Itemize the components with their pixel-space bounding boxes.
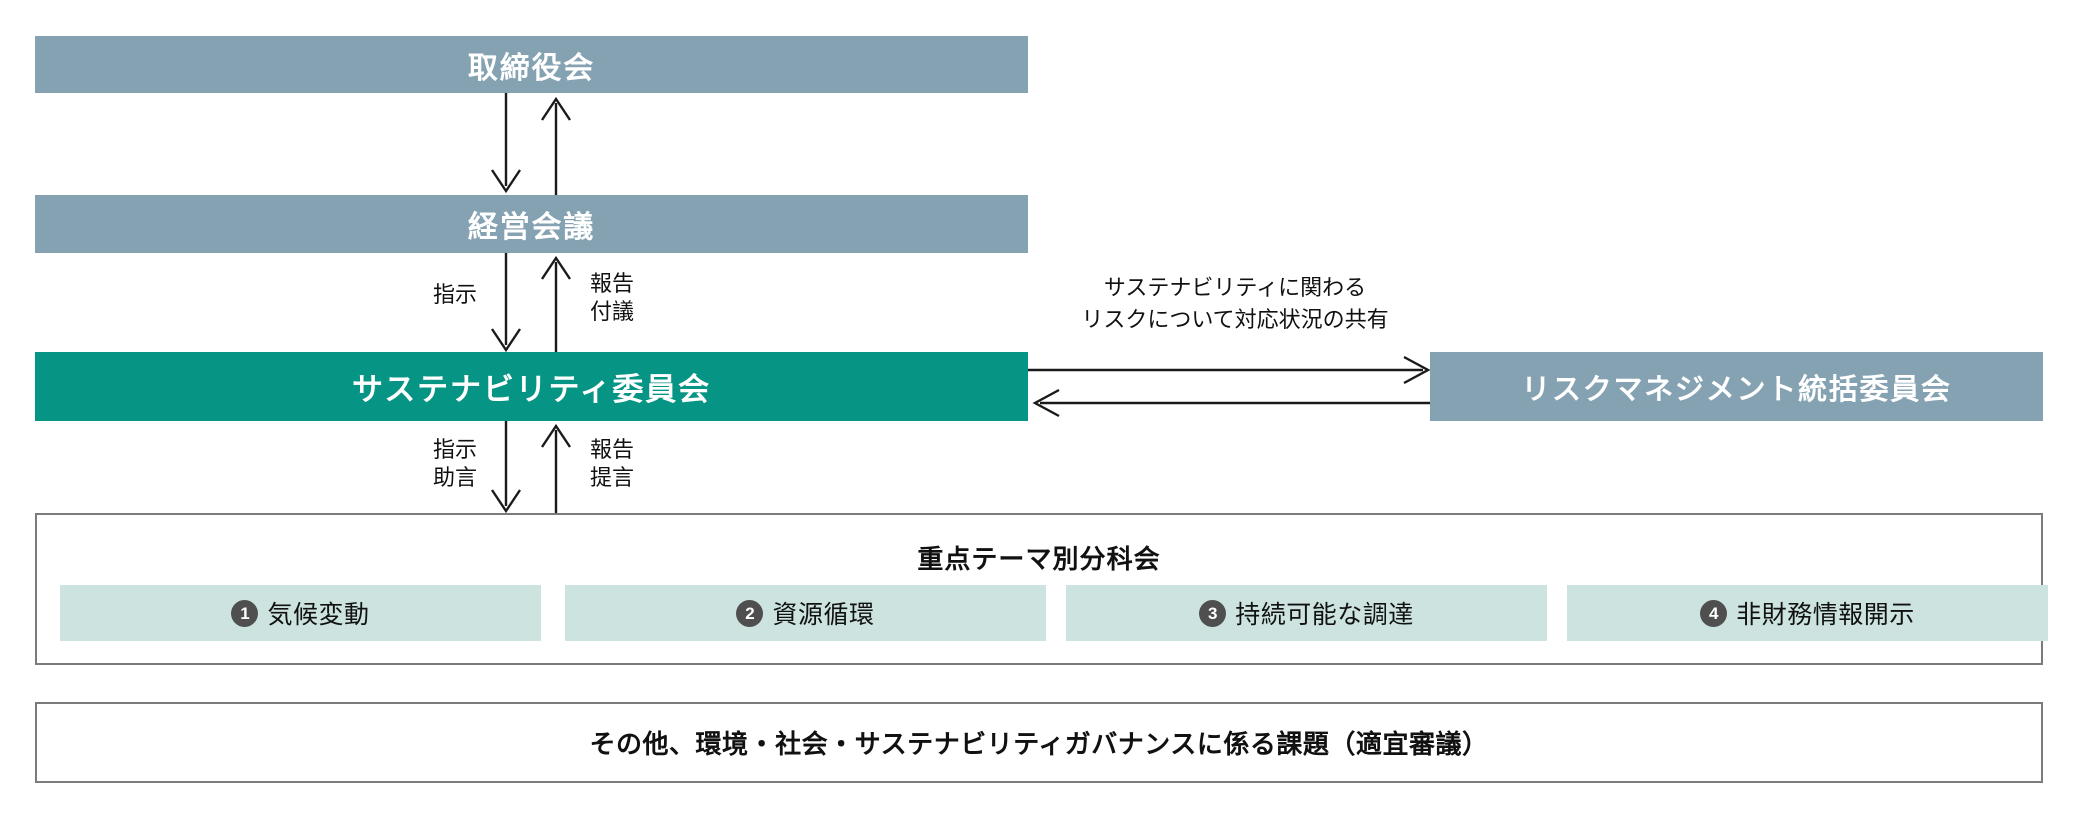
number-badge-1: 1 (231, 599, 259, 627)
box-sustainability-committee[interactable]: サステナビリティ委員会 (35, 352, 1028, 421)
panel-other-topics: その他、環境・社会・サステナビリティガバナンスに係る課題（適宜審議） (35, 702, 2043, 783)
panel-title: 重点テーマ別分科会 (917, 544, 1161, 574)
box-management-meeting-label: 経営会議 (467, 211, 596, 244)
number-badge-4: 4 (1700, 599, 1728, 627)
label-risk-status-sharing: サステナビリティに関わる リスクについて対応状況の共有 (1081, 275, 1389, 332)
label-instruction-advice: 指示 助言 (432, 437, 477, 490)
box-sustainability-committee-label: サステナビリティ委員会 (352, 372, 711, 407)
subcommittee-item-3-label: 持続可能な調達 (1235, 601, 1414, 629)
label-report-proposal: 報告 提言 (589, 437, 634, 490)
subcommittee-item-4-label: 非財務情報開示 (1736, 601, 1915, 629)
subcommittee-item-1[interactable]: 1 気候変動 (60, 585, 541, 641)
subcommittee-item-2[interactable]: 2 資源循環 (565, 585, 1046, 641)
subcommittee-item-4[interactable]: 4 非財務情報開示 (1567, 585, 2048, 641)
other-topics-label: その他、環境・社会・サステナビリティガバナンスに係る課題（適宜審議） (589, 729, 1489, 759)
box-board-of-directors[interactable]: 取締役会 (35, 36, 1028, 93)
subcommittee-item-2-label: 資源循環 (772, 601, 875, 629)
subcommittee-item-3[interactable]: 3 持続可能な調達 (1066, 585, 1547, 641)
box-management-meeting[interactable]: 経営会議 (35, 195, 1028, 253)
label-report-referral: 報告 付議 (589, 271, 634, 324)
number-badge-3: 3 (1199, 599, 1227, 627)
box-risk-management-committee-label: リスクマネジメント統括委員会 (1521, 373, 1952, 406)
label-instruction-management: 指示 (432, 282, 477, 307)
box-risk-management-committee[interactable]: リスクマネジメント統括委員会 (1430, 352, 2043, 421)
subcommittee-item-1-label: 気候変動 (267, 601, 370, 629)
number-badge-2: 2 (736, 599, 764, 627)
box-board-of-directors-label: 取締役会 (467, 51, 596, 85)
